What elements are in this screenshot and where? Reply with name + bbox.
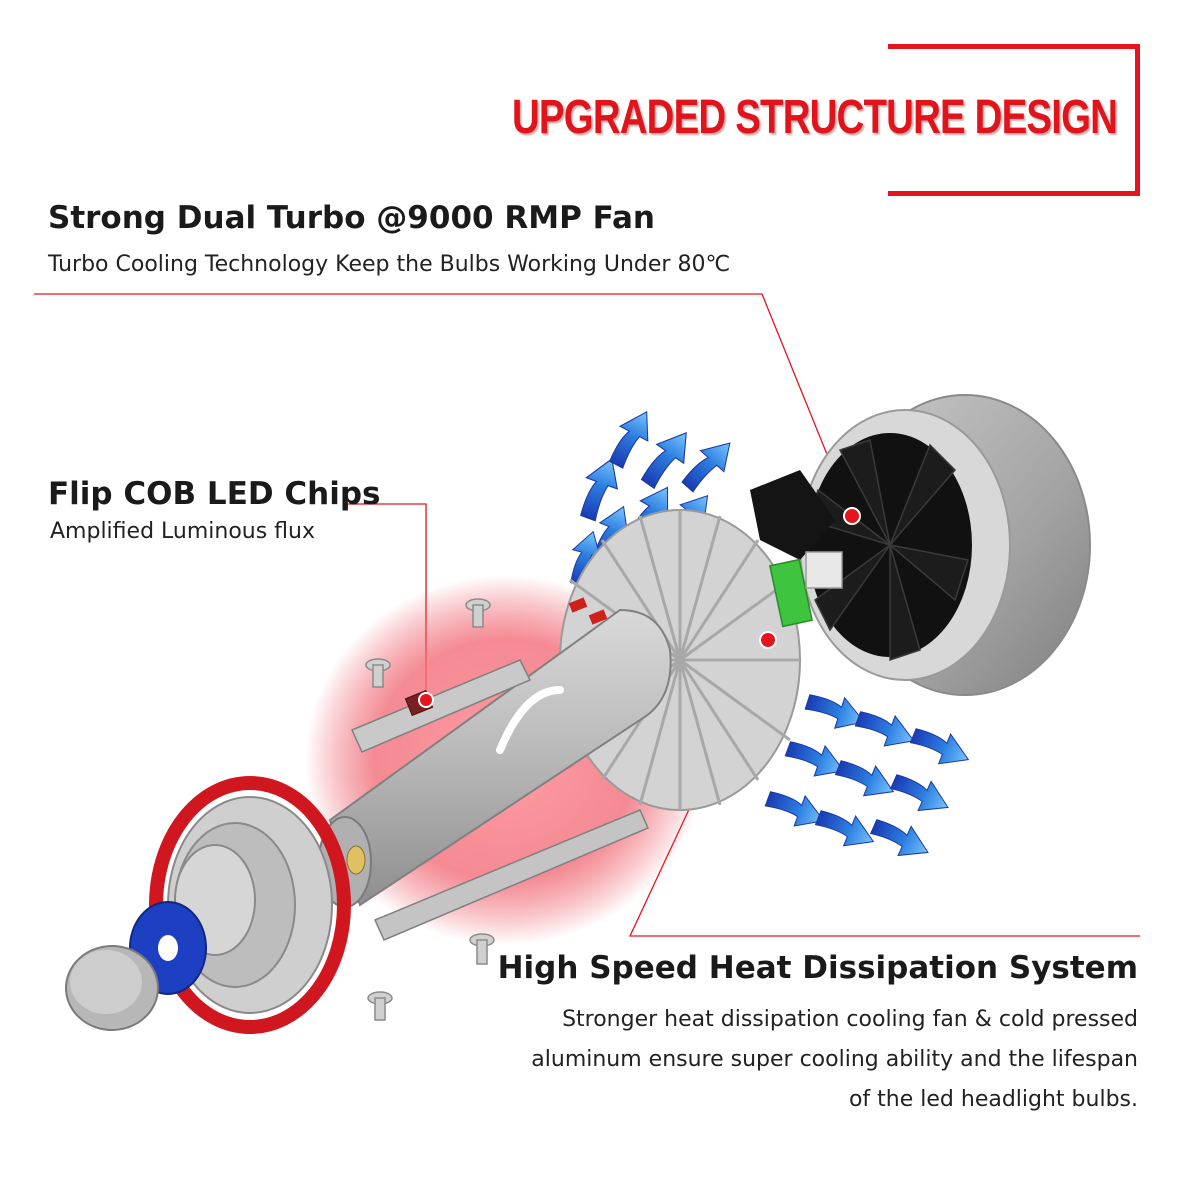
airflow-arrows-right xyxy=(761,686,976,867)
fan-description: Turbo Cooling Technology Keep the Bulbs … xyxy=(48,252,731,277)
heat-line-3: of the led headlight bulbs. xyxy=(848,1087,1138,1112)
callout-dots xyxy=(418,507,861,708)
heat-description: Stronger heat dissipation cooling fan & … xyxy=(438,1000,1138,1120)
cob-description: Amplified Luminous flux xyxy=(50,519,315,544)
fan-housing xyxy=(750,394,1091,696)
cob-heading: Flip COB LED Chips xyxy=(48,476,381,512)
heat-line-1: Stronger heat dissipation cooling fan & … xyxy=(562,1007,1138,1032)
driver-board xyxy=(768,551,843,628)
title-frame xyxy=(888,44,1140,196)
end-cap xyxy=(65,945,159,1031)
screws xyxy=(365,598,495,1021)
heat-line-2: aluminum ensure super cooling ability an… xyxy=(531,1047,1138,1072)
heat-heading: High Speed Heat Dissipation System xyxy=(497,950,1138,986)
fan-heading: Strong Dual Turbo @9000 RMP Fan xyxy=(48,200,655,236)
